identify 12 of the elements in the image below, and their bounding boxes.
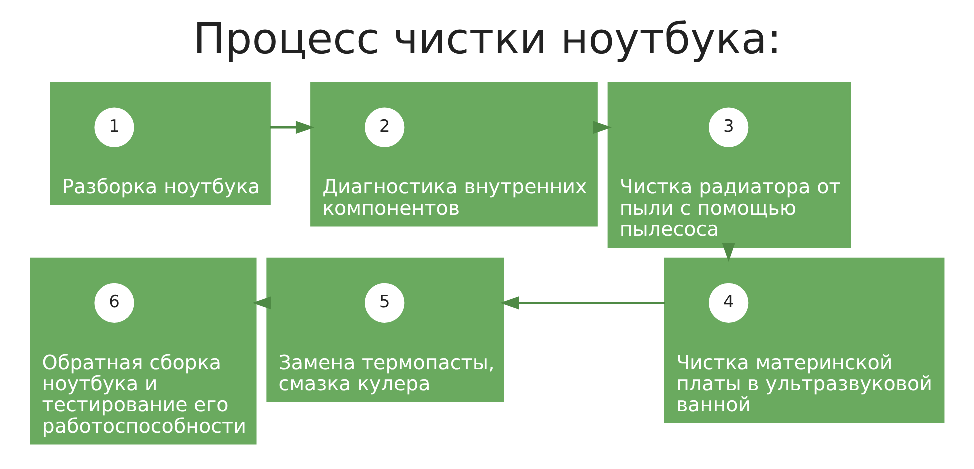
node-circle: 6 <box>94 283 134 323</box>
arrow <box>500 296 665 310</box>
node-circle: 4 <box>708 283 748 323</box>
arrow <box>270 121 314 134</box>
arrow <box>252 296 271 310</box>
node-circle: 5 <box>364 283 404 323</box>
node-circle: 3 <box>708 108 748 148</box>
node-circle: 1 <box>94 108 134 148</box>
diagram-title: Процесс чистки ноутбука: <box>192 15 782 64</box>
arrow <box>592 121 612 134</box>
arrow <box>722 243 735 262</box>
node-circle: 2 <box>364 108 404 148</box>
